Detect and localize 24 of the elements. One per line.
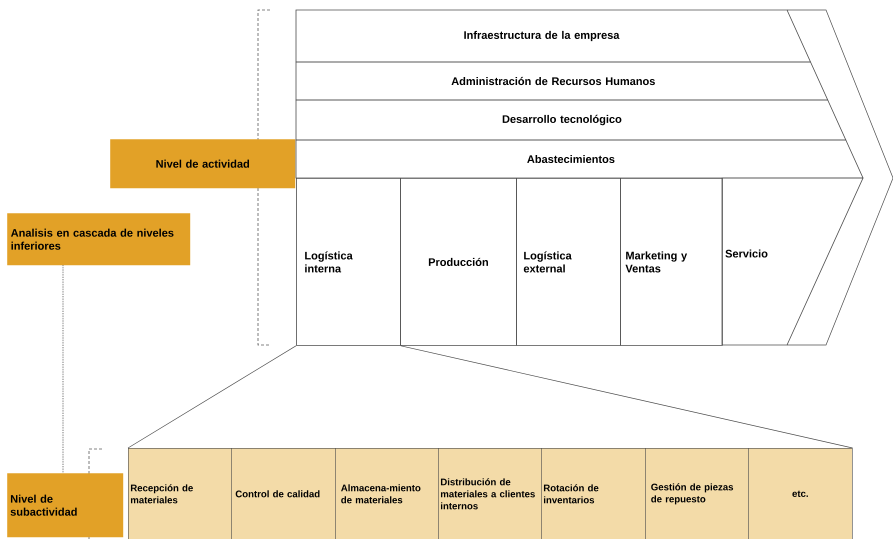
level-label: Nivel de subactividad (7, 473, 124, 538)
level-label: Analisis en cascada de niveles inferiores (7, 213, 190, 266)
primary-activity-box: Logística interna (296, 178, 401, 346)
support-activity-band: Administración de Recursos Humanos (296, 62, 828, 100)
connector-line (128, 345, 296, 448)
node-label: Almacena-miento de materiales (341, 484, 420, 504)
subactivity-box: Distribución de materiales a clientes internos (438, 448, 543, 539)
subactivity-box: Almacena-miento de materiales (335, 448, 439, 539)
support-activity-band: Infraestructura de la empresa (296, 10, 812, 62)
support-activity-band: Desarrollo tecnológico (296, 100, 846, 140)
primary-activity-box: Marketing y Ventas (620, 178, 723, 346)
subactivity-box: Gestión de piezas de repuesto (645, 448, 749, 539)
connector-line (62, 264, 64, 474)
primary-activity-box: Servicio (722, 178, 864, 346)
connector-line (400, 345, 853, 448)
subactivity-box: etc. (748, 448, 853, 539)
subactivity-box: Control de calidad (231, 448, 336, 539)
subactivity-box: Rotación de inventarios (541, 448, 646, 539)
primary-activity-box: Logística external (516, 178, 621, 346)
node-label: Rotación de inventarios (544, 484, 598, 504)
level-label: Nivel de actividad (110, 139, 296, 188)
primary-activity-box: Producción (400, 178, 517, 346)
support-activity-band: Abastecimientos (296, 140, 864, 178)
subactivity-box: Recepción de materiales (128, 448, 232, 539)
